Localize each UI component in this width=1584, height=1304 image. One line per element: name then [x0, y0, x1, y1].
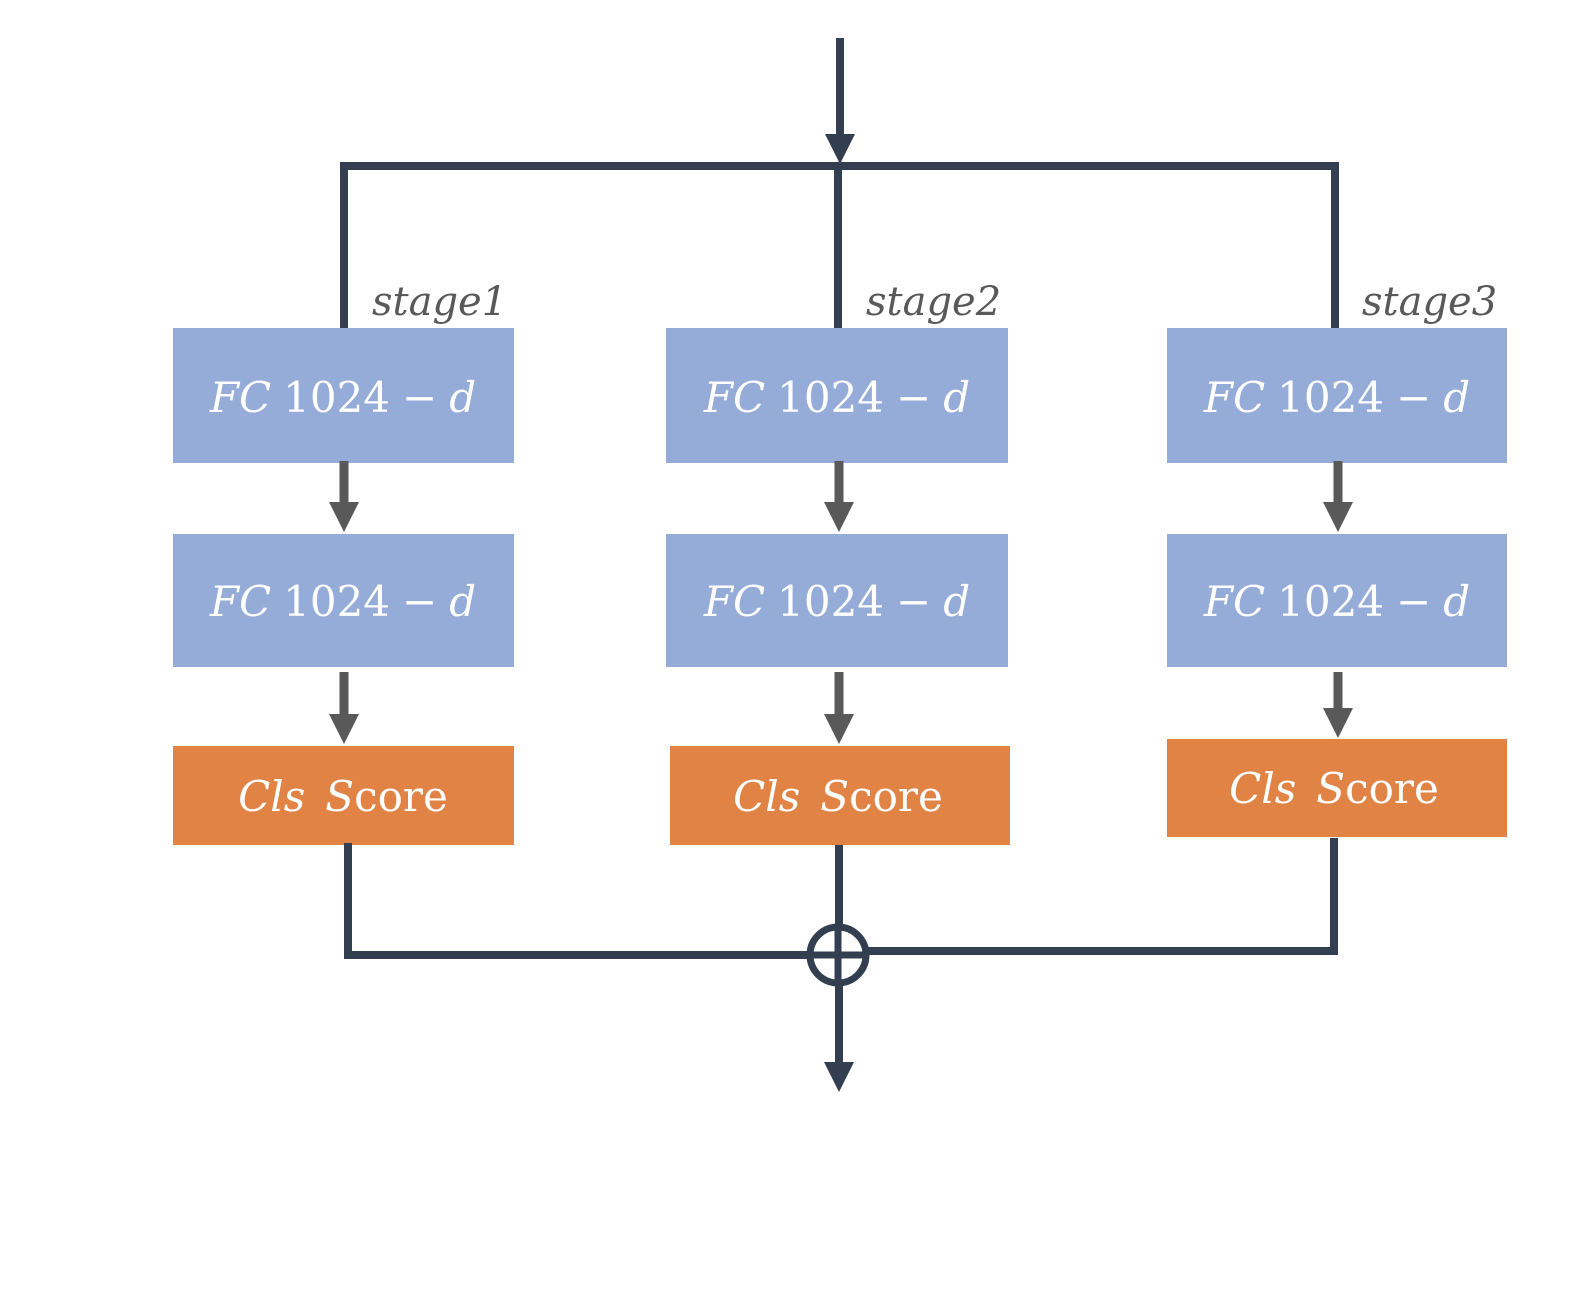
- bottom-bus: [344, 838, 1338, 959]
- top-bus: [340, 162, 1339, 332]
- stage-1-arrow-1-icon: [329, 502, 359, 532]
- stage-3-fc2-box: [1167, 534, 1507, 667]
- stage-label-1: stage1: [372, 279, 507, 325]
- input-arrow: [825, 38, 855, 164]
- stage-1-fc2-box: [173, 534, 514, 667]
- stage-2-fc1-box: [666, 328, 1008, 463]
- stage-label-2: stage2: [866, 279, 1001, 325]
- stage-2-score-box: [670, 746, 1010, 845]
- circled-plus-icon: [806, 923, 870, 987]
- stage-1-arrow-2-icon: [329, 714, 359, 744]
- input-arrow-head-icon: [825, 134, 855, 164]
- stage-3-arrow-2-icon: [1323, 708, 1353, 738]
- stage-3-score-box: [1167, 739, 1507, 837]
- stage-2-fc2-box: [666, 534, 1008, 667]
- stage-2-arrow-1-icon: [824, 502, 854, 532]
- output-arrow: [824, 983, 854, 1092]
- stage-3-arrow-1-icon: [1323, 502, 1353, 532]
- stage-1-score-box: [173, 746, 514, 845]
- stage-3-fc1-box: [1167, 328, 1507, 463]
- stage-2-arrow-2-icon: [824, 714, 854, 744]
- stage-1-fc1-box: [173, 328, 514, 463]
- output-arrow-head-icon: [824, 1062, 854, 1092]
- stage-label-3: stage3: [1362, 279, 1497, 325]
